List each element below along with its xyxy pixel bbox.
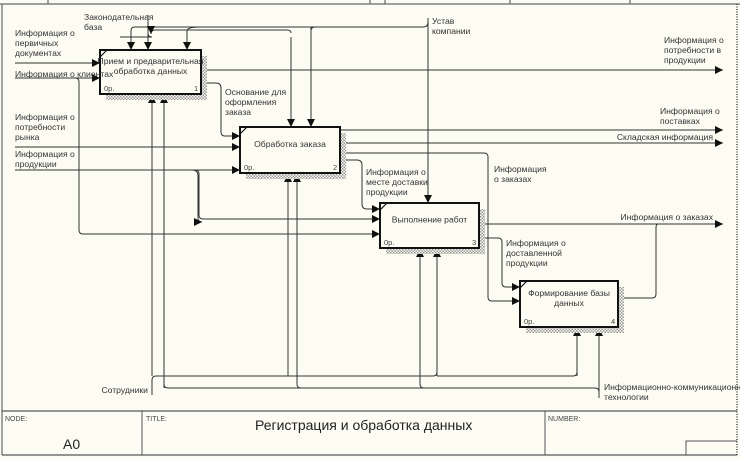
input-label-line: продукции	[15, 159, 57, 169]
arrow-label-line: Информация	[494, 164, 547, 174]
box-border	[379, 202, 480, 249]
box-number: 3	[472, 238, 476, 247]
box-title: обработка данных	[114, 66, 188, 76]
input-label-line: документах	[15, 48, 62, 58]
node-value: A0	[63, 436, 80, 452]
box-number: 2	[333, 163, 337, 172]
box-title: Обработка заказа	[254, 139, 326, 149]
diagram-title: Регистрация и обработка данных	[255, 417, 472, 433]
mechanism-label-line: технологии	[604, 392, 649, 402]
control-label-line: Устав	[432, 16, 455, 26]
input-label-line: рынка	[15, 132, 40, 142]
output-label-line: поставках	[660, 116, 701, 126]
box-cost: 0р.	[384, 238, 394, 247]
output-label-line: Складская информация	[617, 132, 714, 142]
arrow-label-line: оформления	[225, 97, 277, 107]
arrow-label-line: заказа	[225, 107, 251, 117]
output-label-line: Информация о	[660, 106, 720, 116]
output-label-line: потребности в	[664, 45, 722, 55]
control-label-line: Законодательная	[84, 12, 154, 22]
number-label: NUMBER:	[548, 416, 580, 423]
mechanism-label-line: Сотрудники	[101, 385, 148, 395]
output-label: Информация о заказах	[620, 212, 713, 222]
input-label-line: Информация о	[15, 149, 75, 159]
arrow-clients-branch-a3[interactable]	[74, 77, 380, 238]
arrow-label-line: продукции	[506, 258, 548, 268]
mechanism-label: Сотрудники	[101, 385, 148, 395]
output-label: Складская информация	[617, 132, 714, 142]
input-label-line: Информация о	[15, 28, 75, 38]
arrow-a2-to-a4-orders[interactable]	[340, 152, 520, 305]
output-label-line: продукции	[664, 55, 706, 65]
box-number: 4	[611, 317, 615, 326]
input-label: Информация о клиентах	[15, 69, 114, 79]
box-number: 1	[194, 84, 198, 93]
box-corner-mark	[379, 202, 388, 211]
box-corner-mark	[99, 49, 108, 58]
node-label: NODE:	[5, 416, 27, 423]
arrow-mechanism-staff[interactable]	[151, 262, 438, 395]
arrow-label-line: месте доставки	[366, 177, 428, 187]
input-label-line: потребности	[15, 122, 65, 132]
activity-box-a2[interactable]: Обработка заказа 0р. 2	[239, 126, 346, 179]
box-title: Выполнение работ	[392, 215, 467, 225]
box-cost: 0р.	[524, 317, 534, 326]
input-label-line: Информация о клиентах	[15, 69, 114, 79]
activity-box-a3[interactable]: Выполнение работ 0р. 3	[379, 202, 485, 254]
box-title: Прием и предварительная	[98, 56, 204, 66]
control-label-line: база	[84, 22, 102, 32]
arrow-a3-to-a4[interactable]	[479, 237, 520, 291]
arrow-label-line: Информация о	[366, 167, 426, 177]
box-border	[519, 280, 619, 328]
arrow-a2-to-a4[interactable]	[191, 169, 203, 226]
title-label: TITLE:	[146, 416, 167, 423]
input-label-line: первичных	[15, 38, 59, 48]
arrow-a4-feedback[interactable]	[618, 223, 659, 299]
box-corner-mark	[519, 280, 528, 289]
output-label-line: Информация о	[664, 35, 724, 45]
box-cost: 0р.	[104, 84, 114, 93]
box-title: данных	[554, 298, 584, 308]
footer-block: NODE: A0 TITLE: Регистрация и обработка …	[2, 410, 737, 456]
box-title: Формирование базы	[528, 288, 610, 298]
arrow-a2-to-a3[interactable]	[340, 159, 380, 213]
arrow-label-line: доставленной	[506, 248, 562, 258]
arrow-label-line: о заказах	[494, 174, 532, 184]
arrow-a1-to-a2[interactable]	[201, 82, 240, 140]
arrow-label-line: Основание для	[225, 87, 286, 97]
box-corner-mark	[239, 126, 248, 135]
mechanism-label-line: Информационно-коммуникационные	[604, 382, 740, 392]
input-label-line: Информация о	[15, 112, 75, 122]
arrow-control-charter[interactable]	[130, 18, 429, 50]
output-label-line: Информация о заказах	[620, 212, 713, 222]
arrows-layer	[15, 15, 723, 398]
arrow-label-line: Информация о	[506, 238, 566, 248]
box-border	[99, 49, 202, 95]
box-border	[239, 126, 341, 174]
box-cost: 0р.	[244, 163, 254, 172]
arrow-label-line: продукции	[366, 187, 408, 197]
control-label-line: компании	[432, 26, 471, 36]
